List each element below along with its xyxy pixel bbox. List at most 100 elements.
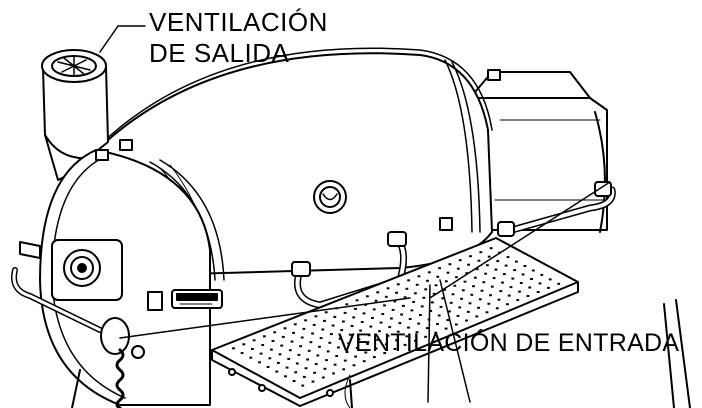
shelf-hole <box>355 346 359 349</box>
shelf-hole <box>374 299 378 302</box>
shelf-hole <box>414 339 417 342</box>
shelf-hole <box>509 286 513 289</box>
shelf-hole <box>523 265 527 267</box>
shelf-hole <box>475 315 479 318</box>
shelf-hole <box>319 337 323 340</box>
shelf-hole <box>293 323 297 326</box>
shelf-hole <box>345 351 349 353</box>
shelf-hole <box>366 295 369 298</box>
shelf-hole <box>288 349 292 352</box>
shelf-hole <box>441 297 445 300</box>
shelf-hole <box>331 324 335 327</box>
shelf-hole <box>434 284 438 287</box>
shelf-hole <box>410 309 414 312</box>
shelf-hole <box>338 337 342 340</box>
shelf-hole <box>448 310 451 313</box>
shelf-hole <box>444 280 448 283</box>
shelf-hole <box>323 319 326 322</box>
shelf-hole <box>384 343 388 346</box>
shelf-hole <box>403 343 407 346</box>
shelf-hole <box>303 375 306 378</box>
shelf-hole <box>386 334 390 337</box>
shelf-hole <box>436 275 440 278</box>
shelf-hole <box>330 333 333 336</box>
shelf-hole <box>475 268 479 271</box>
shelf-hole <box>501 281 504 284</box>
shelf-hole <box>456 267 460 270</box>
shelf-hole <box>439 305 443 308</box>
shelf-hole <box>292 331 295 334</box>
shelf-hole <box>284 375 287 378</box>
shelf-hole <box>453 284 457 287</box>
shelf-hole <box>252 339 256 342</box>
shelf-hole <box>480 289 484 292</box>
shelf-hole <box>311 332 314 335</box>
shelf-hole <box>511 277 515 280</box>
shelf-hole <box>513 269 516 272</box>
shelf-hole <box>432 292 436 295</box>
exhaust-vent-label-line1: VENTILACIÓN <box>149 7 328 37</box>
shelf-hole <box>412 300 415 303</box>
shelf-hole <box>362 360 366 363</box>
left-handle <box>11 267 130 355</box>
shelf-hole <box>528 286 532 289</box>
shelf-hole <box>458 306 462 309</box>
shelf-hole <box>261 344 265 346</box>
shelf-hole <box>449 301 453 304</box>
shelf-hole <box>360 321 364 323</box>
shelf-hole <box>417 322 421 325</box>
shelf-hole <box>402 304 405 307</box>
shelf-hole <box>407 326 410 329</box>
shelf-hole <box>318 345 321 348</box>
shelf-hole <box>446 271 450 274</box>
shelf-hole <box>273 331 277 334</box>
shelf-hole <box>266 366 270 368</box>
shelf-hole <box>518 290 521 293</box>
shelf-hole <box>438 267 441 270</box>
shelf-hole <box>350 325 354 327</box>
shelf-hole <box>431 301 434 304</box>
shelf-hole <box>314 363 318 366</box>
shelf-hole <box>376 338 380 341</box>
shelf-hole <box>313 371 316 374</box>
shelf-hole <box>408 318 412 320</box>
shelf-hole <box>487 255 491 258</box>
shelf-hole <box>496 260 500 263</box>
shelf-hole <box>506 256 510 259</box>
shelf-hole <box>300 336 304 339</box>
shelf-hole <box>347 342 350 345</box>
shelf-hole <box>415 331 419 334</box>
shelf-hole <box>342 320 345 323</box>
shelf-hole <box>259 352 263 355</box>
shelf-hole <box>446 319 450 321</box>
shelf-hole <box>526 295 530 297</box>
shelf-hole <box>466 310 470 313</box>
shelf-hole <box>328 341 332 344</box>
shelf-hole <box>325 359 328 362</box>
shelf-hole <box>495 307 499 310</box>
shelf-hole <box>530 278 533 280</box>
shelf-bolts <box>228 368 334 397</box>
shelf-hole <box>477 306 480 309</box>
shelf-hole <box>489 294 492 297</box>
shelf-hole <box>342 368 346 371</box>
shelf-hole <box>251 348 254 350</box>
shelf-hole <box>263 335 266 338</box>
coiled-cable <box>115 345 145 408</box>
shelf-hole <box>372 308 376 311</box>
shelf-hole <box>376 291 380 294</box>
shelf-hole <box>271 340 275 342</box>
shelf-hole <box>355 299 359 302</box>
shelf-hole <box>393 300 397 303</box>
shelf-hole <box>540 273 544 276</box>
shelf-hole <box>364 351 368 354</box>
shelf-hole <box>460 297 463 300</box>
shelf-hole <box>390 317 393 320</box>
shelf-hole <box>422 296 426 299</box>
front-shelf <box>211 237 579 407</box>
shelf-hole <box>396 330 400 333</box>
shelf-hole <box>335 355 339 357</box>
shelf-hole <box>465 319 468 322</box>
shelf-hole <box>268 357 272 360</box>
shelf-hole <box>490 285 494 288</box>
